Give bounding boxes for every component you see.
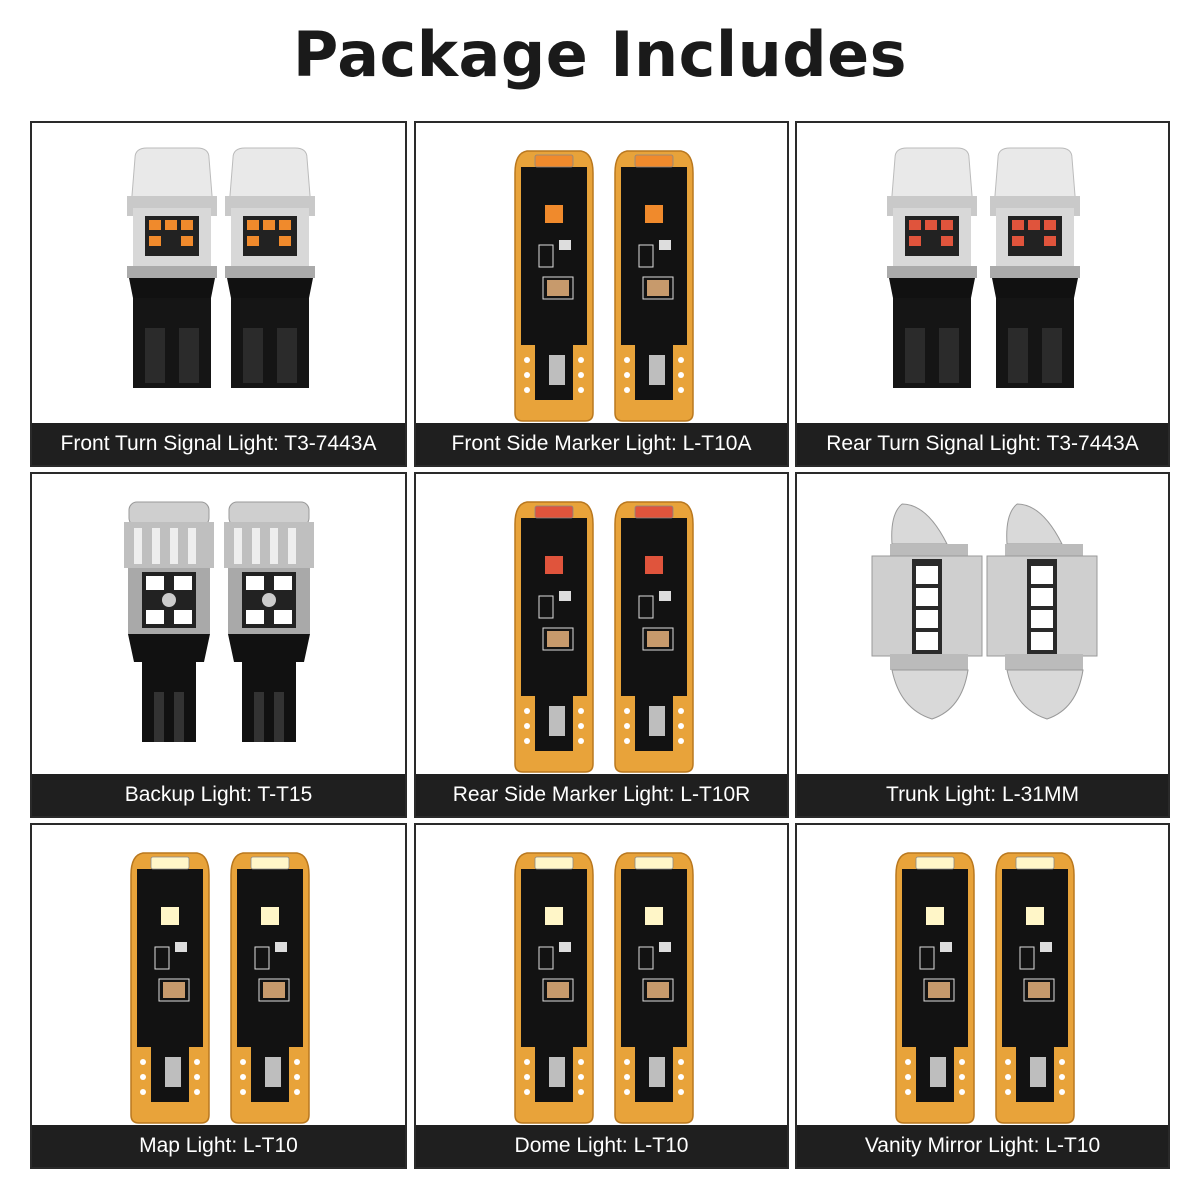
product-card-front-side-marker: Front Side Marker Light: L-T10A xyxy=(414,121,789,467)
page-title: Package Includes xyxy=(292,18,908,91)
product-card-rear-side-marker: Rear Side Marker Light: L-T10R xyxy=(414,472,789,818)
t3-7443-bulb-icon xyxy=(127,147,315,388)
t10-pcb-bulb-icon xyxy=(130,852,310,1124)
item-label: Front Turn Signal Light: T3-7443A xyxy=(32,423,405,465)
item-label: Rear Turn Signal Light: T3-7443A xyxy=(797,423,1168,465)
product-card-vanity-mirror-light: Vanity Mirror Light: L-T10 xyxy=(795,823,1170,1169)
item-label: Vanity Mirror Light: L-T10 xyxy=(797,1125,1168,1167)
t10-pcb-bulb-icon xyxy=(895,852,1075,1124)
item-label: Dome Light: L-T10 xyxy=(416,1125,787,1167)
product-card-trunk-light: Trunk Light: L-31MM xyxy=(795,472,1170,818)
item-label: Map Light: L-T10 xyxy=(32,1125,405,1167)
product-card-front-turn-signal: Front Turn Signal Light: T3-7443A xyxy=(30,121,407,467)
t10-pcb-bulb-icon xyxy=(514,852,694,1124)
product-card-map-light: Map Light: L-T10 xyxy=(30,823,407,1169)
item-label: Trunk Light: L-31MM xyxy=(797,774,1168,816)
t10-pcb-bulb-icon xyxy=(514,501,694,773)
item-label: Front Side Marker Light: L-T10A xyxy=(416,423,787,465)
product-card-rear-turn-signal: Rear Turn Signal Light: T3-7443A xyxy=(795,121,1170,467)
item-label: Rear Side Marker Light: L-T10R xyxy=(416,774,787,816)
t10-pcb-bulb-icon xyxy=(514,150,694,422)
t15-bulb-icon xyxy=(124,501,314,742)
product-card-backup-light: Backup Light: T-T15 xyxy=(30,472,407,818)
t3-7443-bulb-icon xyxy=(887,147,1080,388)
product-card-dome-light: Dome Light: L-T10 xyxy=(414,823,789,1169)
festoon-31mm-bulb-icon xyxy=(871,503,1098,720)
item-label: Backup Light: T-T15 xyxy=(32,774,405,816)
